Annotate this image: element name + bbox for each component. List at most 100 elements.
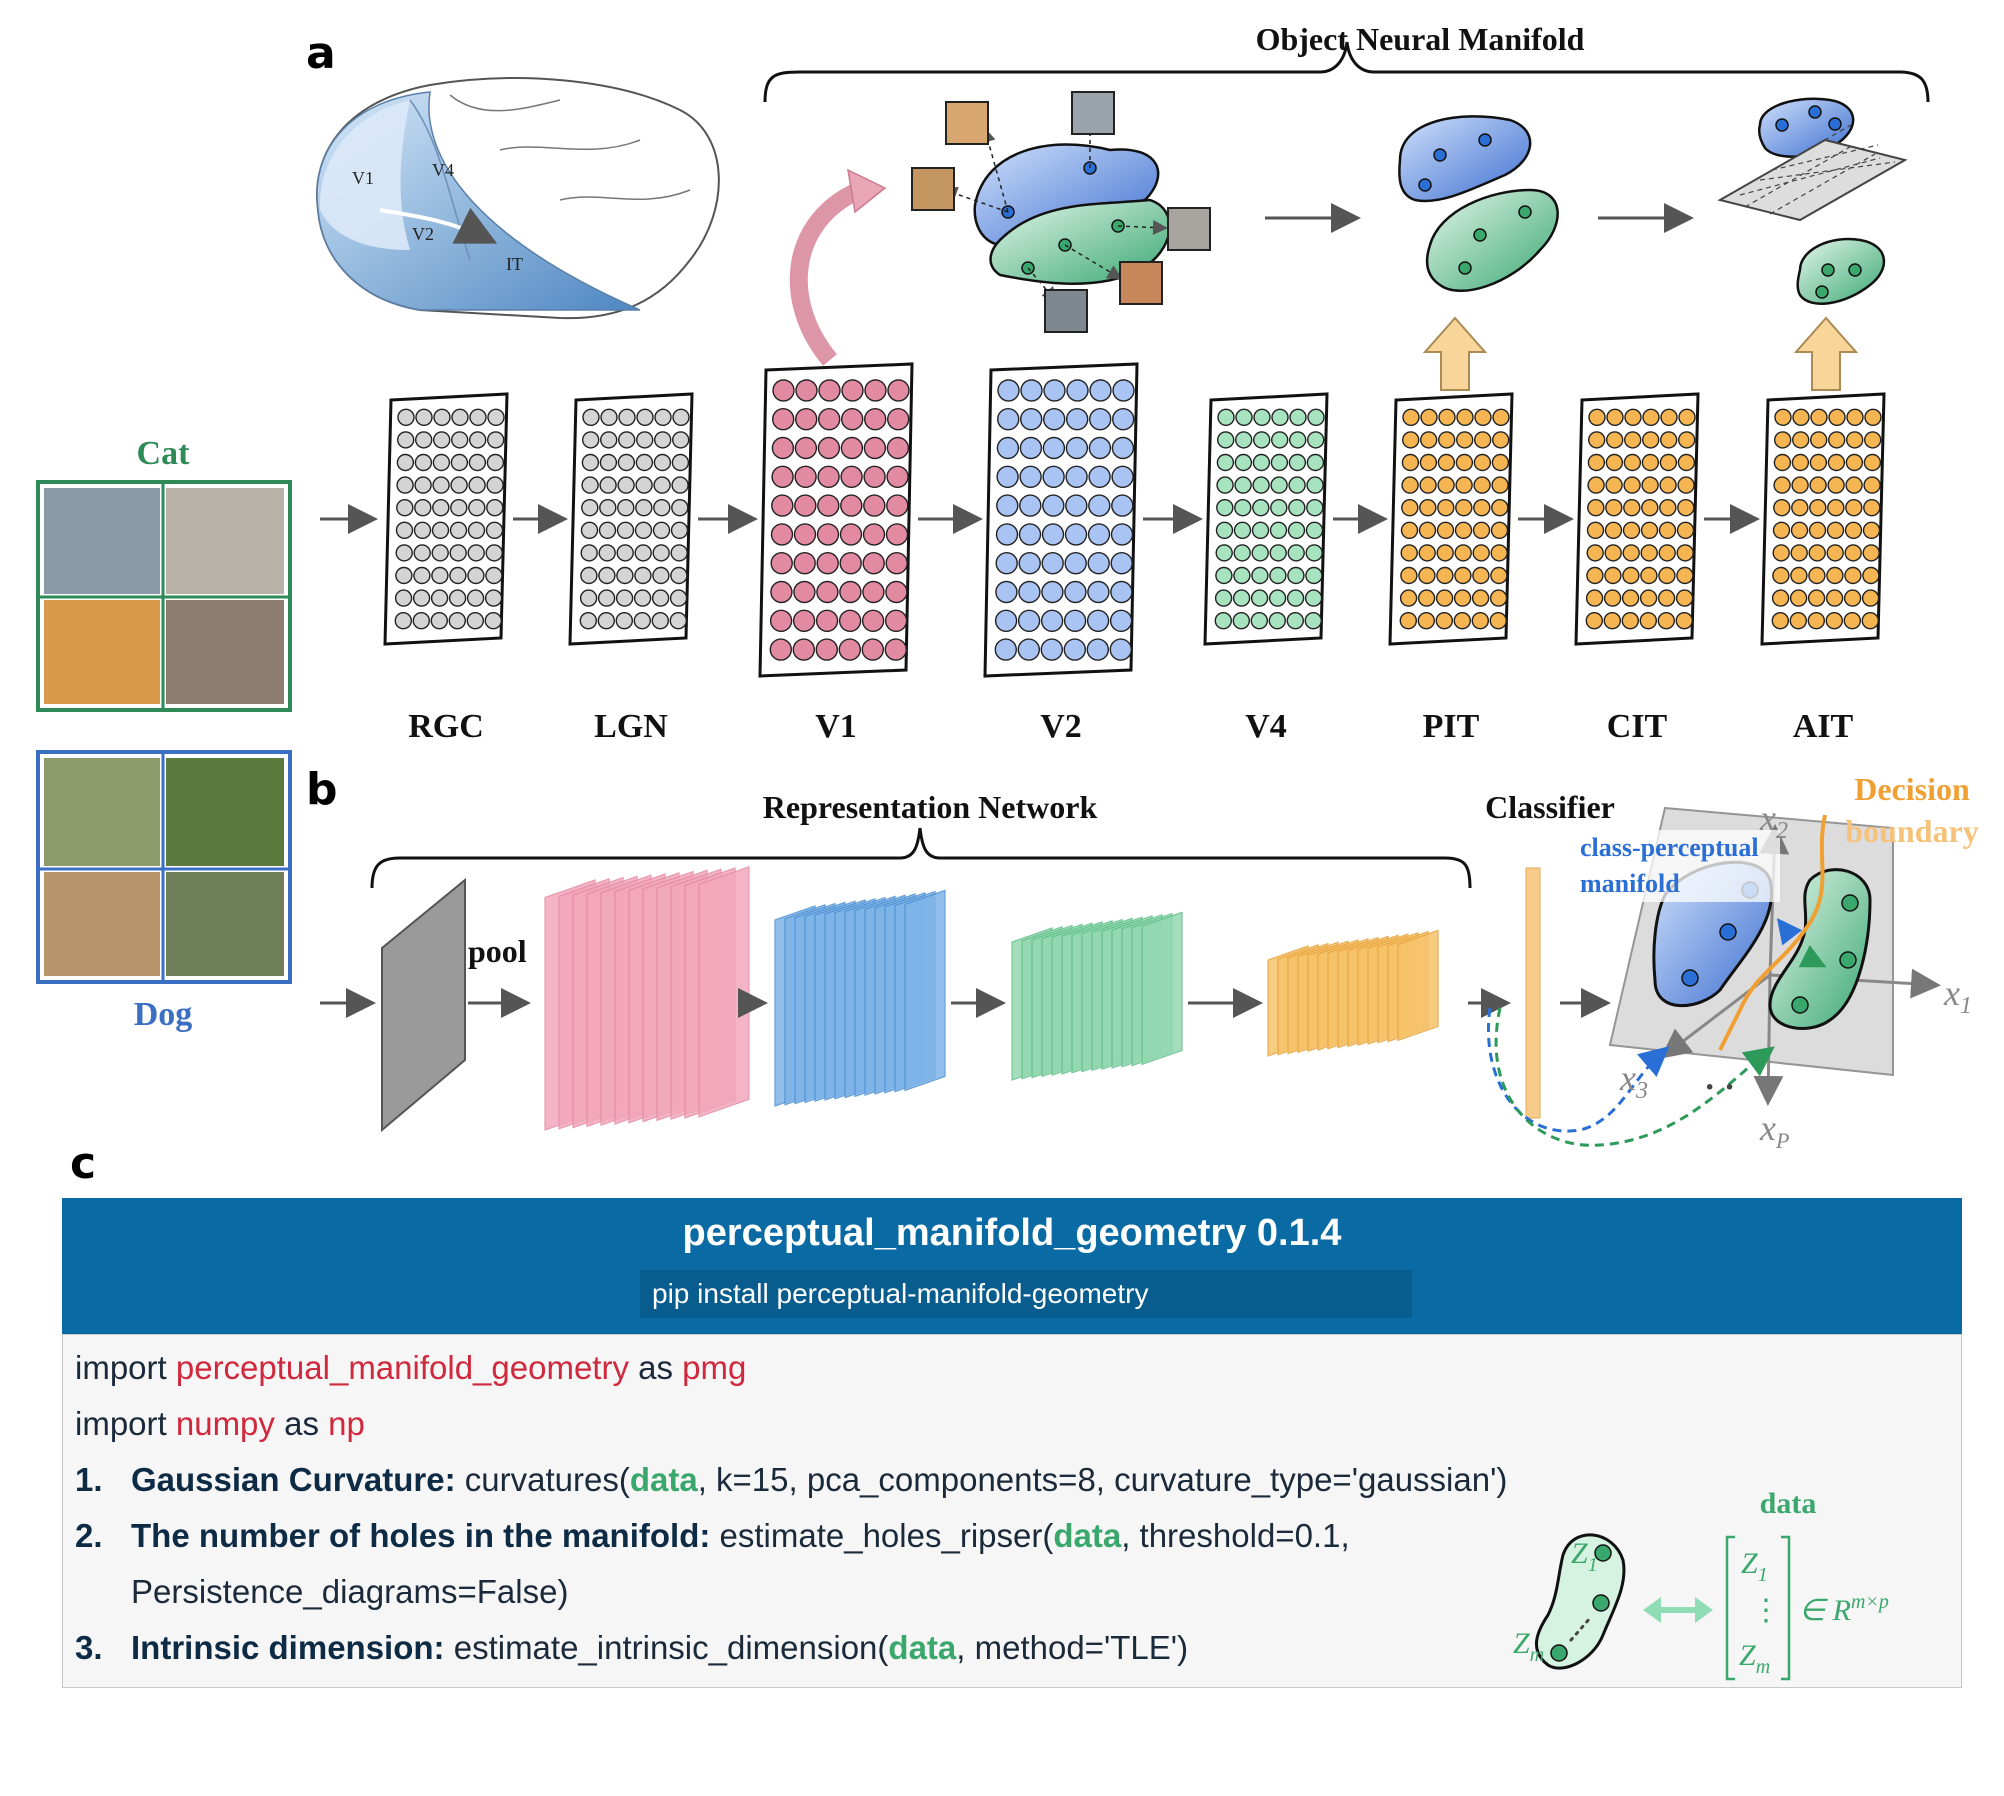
layer-grid-cit bbox=[1574, 392, 1700, 646]
neuron bbox=[1017, 609, 1041, 632]
classifier-layer bbox=[1525, 867, 1541, 1119]
neuron bbox=[793, 523, 817, 546]
neuron bbox=[770, 580, 793, 604]
neuron bbox=[792, 638, 815, 661]
neuron bbox=[1250, 589, 1269, 607]
layer-grid-pit bbox=[1388, 392, 1514, 646]
neuron bbox=[466, 612, 484, 630]
neuron bbox=[1678, 408, 1696, 426]
neuron bbox=[669, 589, 688, 607]
neuron bbox=[815, 609, 839, 632]
neuron bbox=[1215, 544, 1233, 562]
neuron bbox=[1845, 453, 1864, 472]
neuron bbox=[670, 521, 689, 539]
neuron bbox=[1773, 431, 1792, 449]
neuron bbox=[633, 589, 652, 607]
neuron bbox=[1234, 476, 1252, 494]
neuron bbox=[838, 609, 862, 632]
neuron bbox=[1772, 566, 1790, 585]
neuron bbox=[1771, 612, 1790, 630]
neuron bbox=[580, 566, 598, 585]
neuron bbox=[1472, 521, 1491, 539]
feature-stack-1 bbox=[544, 865, 750, 1131]
neuron bbox=[816, 523, 840, 546]
neuron bbox=[771, 465, 794, 488]
neuron bbox=[885, 580, 908, 604]
neuron bbox=[433, 408, 451, 426]
neuron bbox=[1677, 453, 1696, 472]
neuron bbox=[1827, 431, 1846, 449]
neuron bbox=[413, 544, 431, 562]
dog-label: Dog bbox=[134, 996, 193, 1033]
neuron bbox=[1064, 580, 1087, 604]
neuron bbox=[1861, 612, 1880, 630]
neuron bbox=[433, 431, 451, 449]
neuron bbox=[996, 494, 1019, 517]
neuron bbox=[1491, 453, 1510, 472]
neuron bbox=[1605, 499, 1623, 517]
neuron bbox=[1623, 499, 1641, 517]
neuron bbox=[395, 521, 414, 539]
neuron bbox=[1807, 612, 1826, 630]
neuron bbox=[1603, 589, 1622, 607]
pip-install-command[interactable]: pip install perceptual-manifold-geometry bbox=[640, 1270, 1412, 1318]
neuron bbox=[430, 589, 449, 607]
neuron bbox=[600, 408, 618, 426]
neuron bbox=[1306, 431, 1325, 449]
data-label: data bbox=[1760, 1487, 1817, 1520]
function-item-1: 1.Gaussian Curvature: curvatures(data, k… bbox=[75, 1461, 1508, 1498]
neuron bbox=[1253, 408, 1271, 426]
neuron bbox=[1676, 544, 1694, 562]
neuron bbox=[1492, 408, 1510, 426]
neuron bbox=[1419, 453, 1438, 472]
neuron bbox=[1588, 408, 1606, 426]
neuron bbox=[412, 612, 430, 630]
neuron bbox=[887, 379, 910, 402]
neuron bbox=[1789, 589, 1808, 607]
neuron bbox=[771, 436, 795, 460]
neuron bbox=[1789, 612, 1808, 630]
neuron bbox=[1455, 431, 1474, 449]
neuron bbox=[1454, 521, 1473, 539]
neuron bbox=[581, 453, 600, 472]
neuron bbox=[1624, 408, 1642, 426]
function-item-2-continued: Persistence_diagrams=False) bbox=[131, 1573, 569, 1610]
neuron bbox=[1473, 476, 1491, 494]
z1-label: Z1 bbox=[1571, 1537, 1598, 1576]
neuron bbox=[1109, 609, 1133, 632]
neuron bbox=[432, 499, 450, 517]
neuron bbox=[1491, 499, 1509, 517]
neuron bbox=[671, 499, 689, 517]
neuron bbox=[1288, 453, 1307, 472]
neuron bbox=[1491, 476, 1509, 494]
stage-label-pit: PIT bbox=[1423, 708, 1480, 745]
function-item-3: 3.Intrinsic dimension: estimate_intrinsi… bbox=[75, 1629, 1189, 1666]
representation-network-title: Representation Network bbox=[763, 789, 1098, 825]
neuron bbox=[1268, 612, 1287, 630]
neuron bbox=[468, 453, 487, 472]
neuron bbox=[886, 436, 910, 460]
neuron bbox=[469, 431, 487, 449]
neuron bbox=[1677, 431, 1696, 449]
neuron bbox=[1808, 544, 1826, 562]
neuron bbox=[634, 566, 652, 585]
neuron bbox=[1827, 499, 1845, 517]
neuron bbox=[1420, 408, 1438, 426]
neuron bbox=[670, 566, 688, 585]
neuron bbox=[467, 566, 485, 585]
stage-label-cit: CIT bbox=[1607, 708, 1668, 745]
neuron bbox=[887, 408, 910, 431]
neuron bbox=[1845, 431, 1864, 449]
neuron bbox=[451, 408, 469, 426]
neuron bbox=[1087, 552, 1110, 575]
neuron bbox=[1232, 589, 1251, 607]
neuron bbox=[1489, 612, 1508, 630]
neuron bbox=[840, 436, 864, 460]
neuron bbox=[412, 589, 431, 607]
neuron bbox=[582, 431, 600, 449]
neuron bbox=[1790, 544, 1808, 562]
neuron bbox=[1659, 453, 1678, 472]
neuron bbox=[997, 408, 1020, 431]
neuron bbox=[1605, 476, 1623, 494]
neuron bbox=[1861, 589, 1880, 607]
